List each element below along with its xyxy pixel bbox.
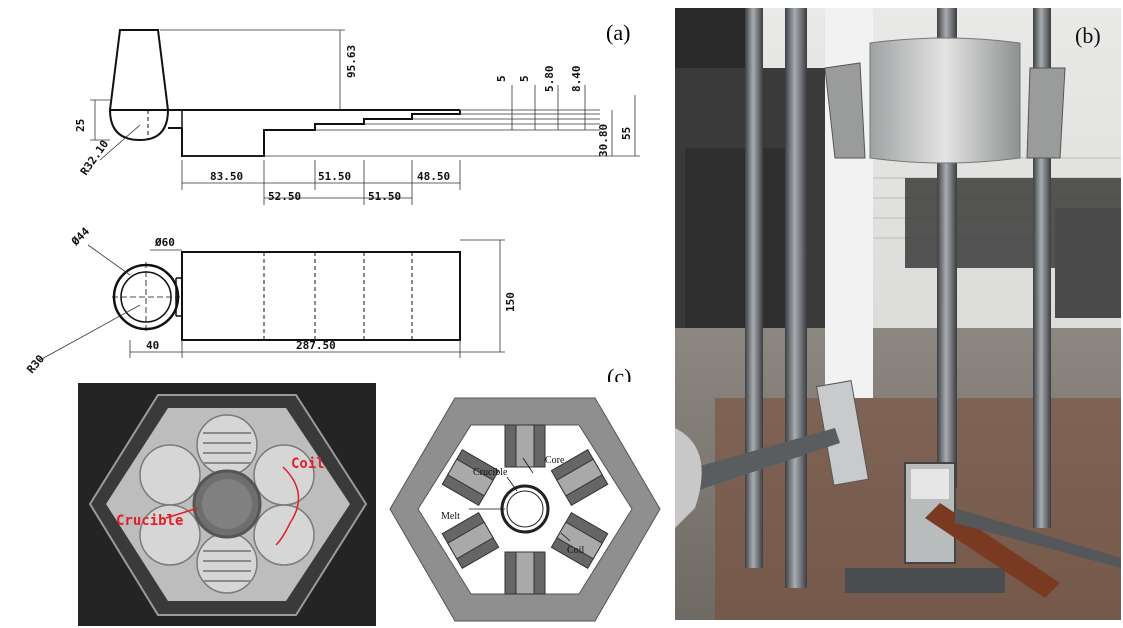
dim-25: 25 [74,119,87,132]
dim-150: 150 [504,292,517,312]
top-view [112,251,461,341]
dim-40: 40 [146,339,159,352]
top-view-dim-text: Ø44 Ø60 R30 150 40 287.50 [24,225,517,376]
schematic-label-crucible: Crucible [473,467,508,478]
schematic-label-melt: Melt [441,511,460,522]
dim-8-40: 8.40 [570,66,583,93]
side-view [108,29,461,157]
furnace-photo: Crucible Coil [78,383,376,626]
dim-51-50-b: 51.50 [368,190,401,203]
dim-51-50-a: 51.50 [318,170,351,183]
dim-r32-10: R32.10 [78,138,111,178]
dim-287-50: 287.50 [296,339,336,352]
dim-48-50: 48.50 [417,170,450,183]
dim-5-a: 5 [495,75,508,82]
furnace-schematic: Crucible Core Melt Coil [389,397,661,622]
panel-label-a: (a) [606,20,630,45]
dim-83-50: 83.50 [210,170,243,183]
schematic-label-core: Core [545,455,565,466]
dim-5-80: 5.80 [543,66,556,93]
panel-label-b: (b) [1075,23,1101,48]
side-view-dimensions [90,29,640,205]
dim-d60: Ø60 [154,236,175,249]
casting-rig-photo: (b) [675,8,1121,620]
schematic-coils [441,424,609,595]
dim-95-63: 95.63 [345,45,358,78]
dim-30-80: 30.80 [597,124,610,157]
schematic-label-coil: Coil [567,545,584,556]
dim-r30: R30 [24,352,47,376]
technical-drawing-a: 95.63 5 5 5.80 8.40 30.80 55 25 R32.10 8… [24,20,640,382]
dim-5-b: 5 [518,75,531,82]
dim-52-50: 52.50 [268,190,301,203]
photo-label-coil: Coil [291,456,325,472]
top-view-dimensions [39,239,505,361]
dim-55: 55 [620,127,633,140]
panel-label-c: (c) [607,364,631,382]
photo-label-crucible: Crucible [116,513,183,529]
